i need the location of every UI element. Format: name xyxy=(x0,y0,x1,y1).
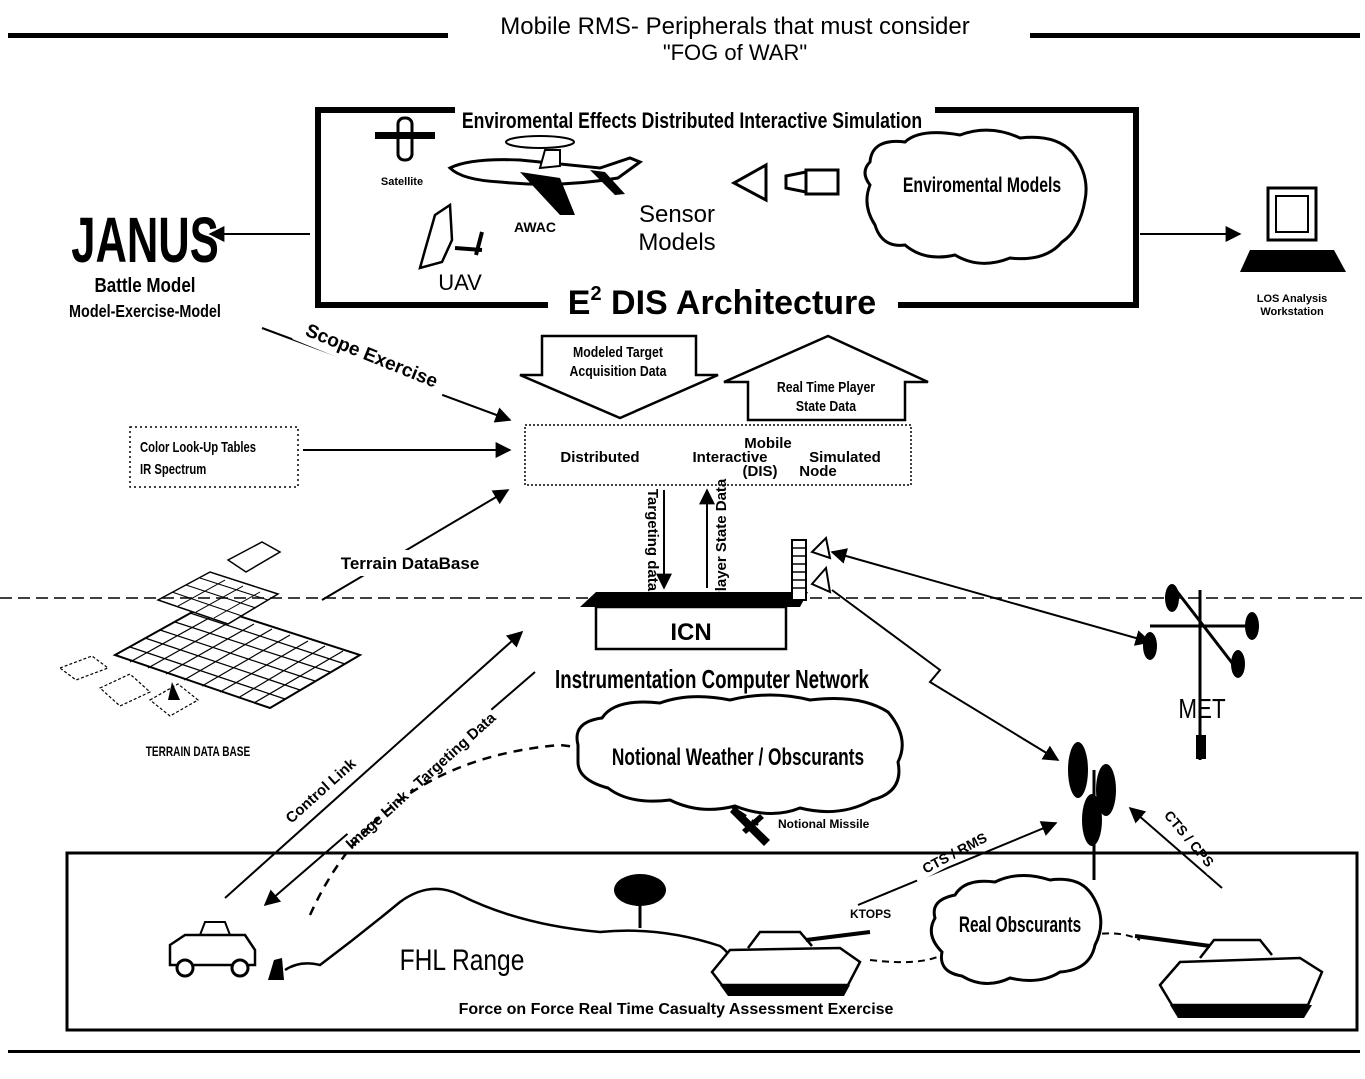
real-time-line2: State Data xyxy=(796,398,856,414)
sensor-models-line1: Sensor xyxy=(639,201,715,228)
janus-line3: Model-Exercise-Model xyxy=(69,302,221,322)
sensor-models-line2: Models xyxy=(638,229,715,256)
mobile-dis-node-box: Mobile Distributed Interactive Simulated… xyxy=(524,424,912,486)
tank-center-icon xyxy=(710,930,871,996)
color-lut-box xyxy=(129,426,299,488)
title-line2: "FOG of WAR" xyxy=(663,40,807,65)
icn-antenna-tower-icon xyxy=(791,535,832,601)
notional-missile-label: Notional Missile xyxy=(778,817,870,831)
janus-title: JANUS xyxy=(71,204,219,277)
met-station-icon xyxy=(1143,584,1259,760)
field-antenna-icon xyxy=(1068,742,1116,880)
scope-exercise-label: Scope Exercise xyxy=(302,320,440,392)
player-state-data-label: Player State Data xyxy=(713,478,730,601)
modeled-target-arrow: Modeled Target Acquisition Data xyxy=(519,334,719,420)
uav-icon xyxy=(418,202,484,270)
bottom-rule xyxy=(8,1050,1360,1053)
real-time-state-arrow: Real Time Player State Data xyxy=(723,334,929,422)
e2dis-architecture-box: Enviromental Effects Distributed Interac… xyxy=(315,102,1139,322)
dis-interactive: Interactive xyxy=(692,449,767,466)
terrain-database-arrow xyxy=(321,489,510,601)
real-time-line1: Real Time Player xyxy=(777,379,876,395)
e2dis-header: Enviromental Effects Distributed Interac… xyxy=(462,109,922,133)
control-link-label: Control Link xyxy=(282,755,360,827)
icn-node: ICN xyxy=(580,535,832,651)
cts-cps-arrow xyxy=(1128,806,1223,889)
sensor-camera-icon xyxy=(784,168,840,196)
tank-right-icon xyxy=(1134,934,1324,1018)
satellite-label: Satellite xyxy=(381,176,423,188)
jeep-vehicle-icon xyxy=(168,921,257,978)
color-lut-line1: Color Look-Up Tables xyxy=(140,438,256,455)
title-rule-left xyxy=(8,33,448,38)
terrain-grid-icon xyxy=(58,541,363,717)
janus-line2: Battle Model xyxy=(95,274,196,297)
dis-node: Node xyxy=(799,463,837,480)
modeled-target-line1: Modeled Target xyxy=(573,344,663,360)
los-workstation-icon xyxy=(1240,186,1346,272)
color-lut-line2: IR Spectrum xyxy=(140,460,206,477)
real-obscurants-cloud xyxy=(929,874,1103,985)
title-block: Mobile RMS- Peripherals that must consid… xyxy=(8,13,1360,65)
los-line2: Workstation xyxy=(1260,306,1324,318)
soldier-icon xyxy=(268,958,284,980)
fhl-range-label: FHL Range xyxy=(400,943,525,977)
icn-full-label: Instrumentation Computer Network xyxy=(555,664,869,694)
cts-rms-arrow xyxy=(857,821,1058,906)
dis-mobile: Mobile xyxy=(744,435,792,452)
met-label: MET xyxy=(1178,694,1225,725)
awac-aircraft-icon xyxy=(447,135,644,215)
satellite-icon xyxy=(375,116,435,162)
terrain-data-base-caption: TERRAIN DATA BASE xyxy=(146,743,250,759)
fhl-terrain-profile xyxy=(284,887,732,976)
awac-label: AWAC xyxy=(514,219,556,235)
icn-met-link xyxy=(830,548,1152,646)
notional-weather-cloud xyxy=(575,693,904,816)
title-rule-right xyxy=(1030,33,1360,38)
dis-simulated: Simulated xyxy=(809,449,881,466)
title-line1: Mobile RMS- Peripherals that must consid… xyxy=(500,13,970,40)
fhl-range-box xyxy=(65,851,1359,1032)
modeled-target-line2: Acquisition Data xyxy=(570,363,667,379)
force-on-force-label: Force on Force Real Time Casualty Assess… xyxy=(459,1001,894,1018)
los-line1: LOS Analysis xyxy=(1257,293,1328,305)
terrain-database-label: Terrain DataBase xyxy=(341,554,480,573)
dis-dis: (DIS) xyxy=(743,463,778,480)
targeting-data-label: Targeting data xyxy=(644,489,661,592)
sensor-eye-icon xyxy=(730,162,768,203)
tree-icon xyxy=(614,874,666,928)
e2dis-architecture-title: E2 DIS Architecture xyxy=(568,283,876,322)
icn-label: ICN xyxy=(670,619,711,646)
real-obscurants-label: Real Obscurants xyxy=(959,913,1081,937)
janus-battle-model: JANUS Battle Model Model-Exercise-Model xyxy=(69,204,221,322)
missile-trajectory xyxy=(308,743,601,916)
env-models-cloud xyxy=(863,128,1088,265)
icn-field-antenna-link xyxy=(831,589,1060,761)
notional-weather-label: Notional Weather / Obscurants xyxy=(612,744,864,770)
uav-label: UAV xyxy=(438,270,482,295)
notional-missile-icon xyxy=(730,806,770,846)
dis-distributed: Distributed xyxy=(560,449,639,466)
ktops-label: KTOPS xyxy=(850,907,891,921)
env-models-label: Enviromental Models xyxy=(903,173,1061,197)
